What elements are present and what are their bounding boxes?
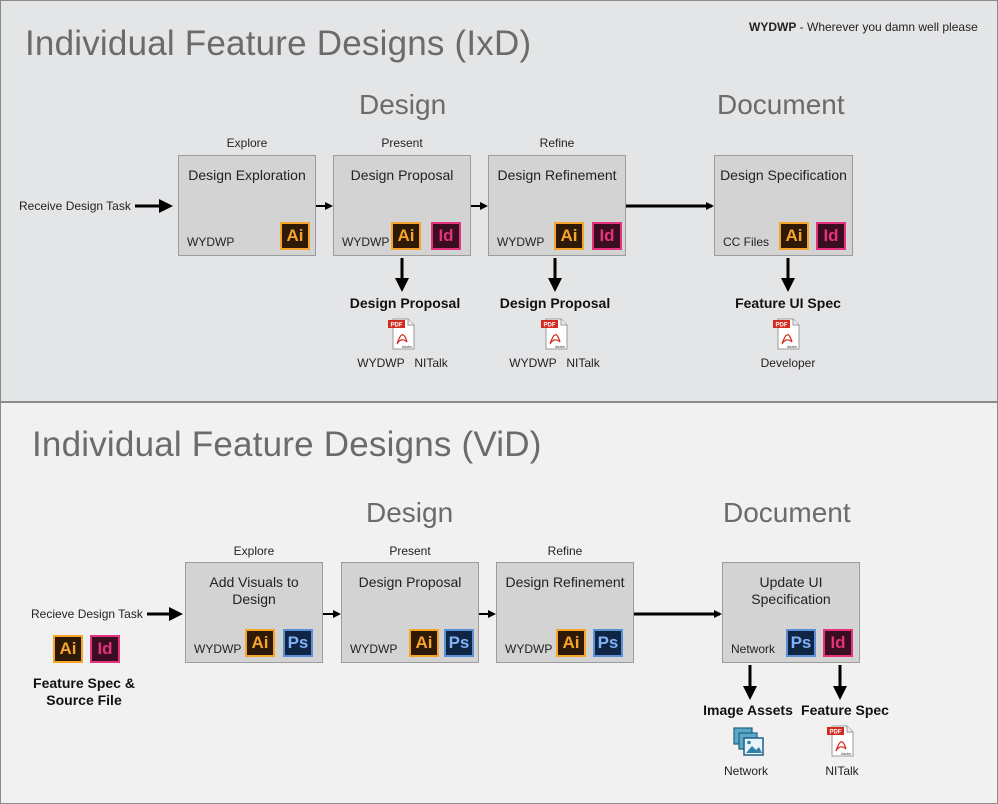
ixd-box-design-proposal[interactable]: Design Proposal WYDWP Ai Id: [333, 155, 471, 256]
box-foot: WYDWP: [187, 235, 235, 249]
box-title: Add Visuals to Design: [209, 574, 299, 607]
pdf-label: PDF: [830, 730, 842, 736]
illustrator-icon: Ai: [779, 222, 809, 250]
ixd-output-ui-spec: Feature UI Spec: [735, 295, 841, 311]
indesign-icon: Id: [431, 222, 461, 250]
ixd-step-explore: Explore: [226, 136, 268, 150]
vid-input-label: Recieve Design Task: [31, 607, 143, 621]
photoshop-icon: Ps: [444, 629, 474, 657]
box-title: Design Proposal: [358, 574, 462, 590]
vid-phase-document: Document: [723, 497, 851, 528]
pdf-icon: PDF Adobe: [388, 318, 415, 350]
pdf-caption: Adobe: [555, 345, 565, 349]
vid-output-image-assets: Image Assets: [703, 702, 793, 718]
box-foot: WYDWP: [497, 235, 545, 249]
vid-title: Individual Feature Designs (ViD): [32, 425, 542, 464]
box-title: Design Proposal: [350, 167, 454, 183]
pdf-label: PDF: [776, 323, 788, 329]
box-foot: WYDWP: [194, 642, 242, 656]
illustrator-icon: Ai: [53, 635, 83, 663]
vid-output-image-assets-where: Network: [723, 764, 768, 778]
pdf-icon: PDF Adobe: [541, 318, 568, 350]
ixd-title: Individual Feature Designs (IxD): [25, 24, 532, 63]
vid-box-add-visuals[interactable]: Add Visuals to Design WYDWP Ai Ps: [185, 562, 323, 663]
vid-output-feature-spec: Feature Spec: [801, 702, 889, 718]
box-foot: WYDWP: [350, 642, 398, 656]
pdf-icon: PDF Adobe: [773, 318, 800, 350]
pdf-label: PDF: [391, 323, 403, 329]
pdf-icon: PDF Adobe: [827, 725, 854, 757]
pdf-caption: Adobe: [787, 345, 797, 349]
vid-output-feature-spec-where: NITalk: [825, 764, 859, 778]
box-title: Update UI Specification: [751, 574, 831, 607]
brand-text: - Wherever you damn well please: [796, 20, 978, 34]
pdf-label: PDF: [544, 323, 556, 329]
brand-note: WYDWP - Wherever you damn well please: [749, 20, 978, 34]
ixd-box-design-refinement[interactable]: Design Refinement WYDWP Ai Id: [488, 155, 626, 256]
indesign-icon: Id: [823, 629, 853, 657]
box-foot: CC Files: [723, 235, 770, 249]
box-foot: WYDWP: [342, 235, 390, 249]
ixd-output-proposal-2: Design Proposal: [499, 295, 611, 311]
pdf-caption: Adobe: [841, 752, 851, 756]
vid-box-design-proposal[interactable]: Design Proposal WYDWP Ai Ps: [341, 562, 479, 663]
illustrator-icon: Ai: [280, 222, 310, 250]
indesign-icon: Id: [90, 635, 120, 663]
photoshop-icon: Ps: [593, 629, 623, 657]
ixd-input-label: Receive Design Task: [19, 199, 131, 213]
photoshop-icon: Ps: [786, 629, 816, 657]
image-assets-icon: [733, 727, 764, 756]
indesign-icon: Id: [816, 222, 846, 250]
box-title: Design Specification: [720, 167, 847, 183]
vid-box-design-refinement[interactable]: Design Refinement WYDWP Ai Ps: [496, 562, 634, 663]
vid-input-files: Feature Spec & Source File: [33, 675, 135, 708]
illustrator-icon: Ai: [391, 222, 421, 250]
box-title: Design Refinement: [505, 574, 625, 590]
vid-step-explore: Explore: [233, 544, 275, 558]
vid-phase-design: Design: [366, 497, 454, 528]
vid-box-update-ui-spec[interactable]: Update UI Specification Network Ps Id: [722, 562, 860, 663]
ixd-output-proposal-1-where: WYDWP NITalk: [357, 356, 448, 370]
ixd-box-design-specification[interactable]: Design Specification CC Files Ai Id: [714, 155, 853, 256]
ixd-phase-design: Design: [359, 89, 447, 120]
pdf-caption: Adobe: [402, 345, 412, 349]
ixd-step-refine: Refine: [539, 136, 575, 150]
box-title: Design Exploration: [188, 167, 306, 183]
illustrator-icon: Ai: [409, 629, 439, 657]
ixd-output-proposal-2-where: WYDWP NITalk: [509, 356, 600, 370]
box-title: Design Refinement: [497, 167, 617, 183]
indesign-icon: Id: [592, 222, 622, 250]
photoshop-icon: Ps: [283, 629, 313, 657]
ixd-output-proposal-1: Design Proposal: [349, 295, 461, 311]
ixd-output-ui-spec-where: Developer: [760, 356, 816, 370]
brand-acronym: WYDWP: [749, 20, 797, 34]
vid-step-present: Present: [389, 544, 431, 558]
illustrator-icon: Ai: [245, 629, 275, 657]
vid-step-refine: Refine: [547, 544, 583, 558]
ixd-step-present: Present: [381, 136, 423, 150]
illustrator-icon: Ai: [556, 629, 586, 657]
illustrator-icon: Ai: [554, 222, 584, 250]
box-foot: WYDWP: [505, 642, 553, 656]
ixd-phase-document: Document: [717, 89, 845, 120]
box-foot: Network: [731, 642, 776, 656]
ixd-box-design-exploration[interactable]: Design Exploration WYDWP Ai: [178, 155, 316, 256]
